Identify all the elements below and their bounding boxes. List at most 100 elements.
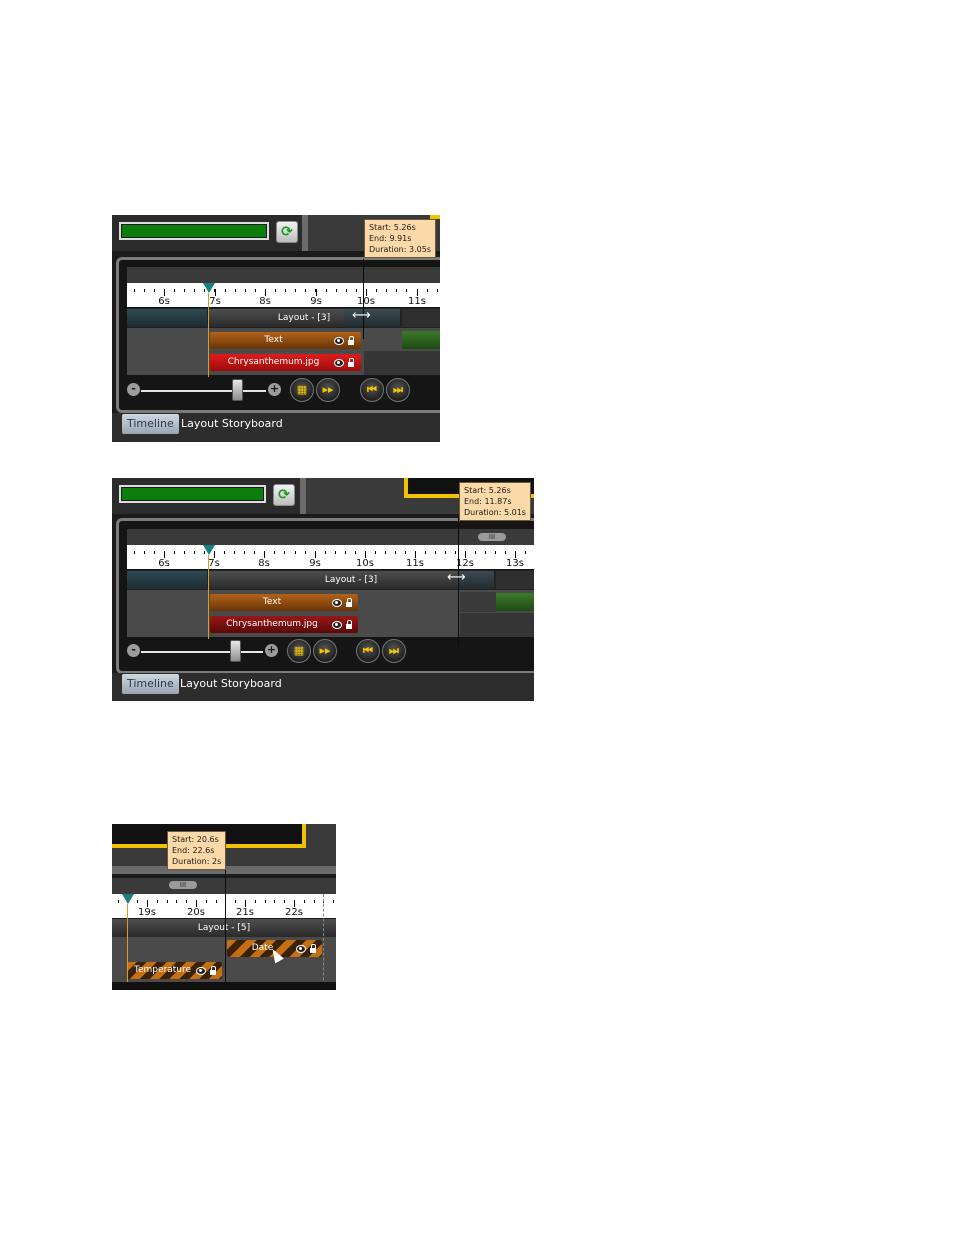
eye-icon[interactable]	[332, 599, 342, 607]
fast-forward-button[interactable]: ▸▸	[316, 378, 340, 402]
skip-to-end-button[interactable]: ⏭	[382, 639, 406, 663]
tooltip-start: Start: 5.26s	[369, 223, 416, 232]
next-layout-green-clip[interactable]	[496, 593, 534, 611]
timeline-scroll-strip[interactable]	[127, 267, 440, 283]
tab-layout-storyboard[interactable]: Layout Storyboard	[180, 677, 282, 690]
ruler-major-tick	[147, 900, 148, 907]
date-clip[interactable]: Date	[227, 940, 322, 957]
tooltip-duration: Duration: 5.01s	[464, 508, 526, 517]
ruler-minor-tick	[485, 551, 486, 554]
layout-bar[interactable]: Layout - [3]	[208, 571, 494, 589]
fast-forward-button[interactable]: ▸▸	[313, 639, 337, 663]
previous-layout-segment[interactable]	[127, 571, 207, 589]
image-clip[interactable]: Chrysanthemum.jpg	[210, 616, 358, 633]
lock-icon[interactable]	[346, 598, 352, 607]
tab-timeline[interactable]: Timeline	[122, 674, 179, 694]
tab-timeline[interactable]: Timeline	[122, 414, 179, 434]
eye-icon[interactable]	[296, 945, 306, 953]
ruler-tick-label: 10s	[356, 558, 374, 569]
zoom-in-button[interactable]: +	[268, 382, 281, 396]
playhead-line	[127, 904, 128, 990]
lock-icon[interactable]	[310, 944, 316, 953]
zoom-slider-thumb[interactable]	[230, 640, 241, 662]
ruler-minor-tick	[295, 551, 296, 554]
ruler-minor-tick	[437, 289, 438, 292]
text-clip[interactable]: Text	[210, 332, 361, 349]
previous-layout-segment[interactable]	[127, 309, 207, 327]
date-clip-label: Date	[251, 943, 274, 953]
ruler-tick-label: 6s	[158, 296, 170, 307]
image-clip-label: Chrysanthemum.jpg	[226, 619, 318, 629]
ruler-minor-tick	[186, 900, 187, 903]
ruler-minor-tick	[118, 900, 119, 903]
ruler-major-tick	[415, 551, 416, 558]
zoom-out-button[interactable]: -	[127, 644, 140, 657]
ruler-minor-tick	[254, 551, 255, 554]
lock-icon[interactable]	[348, 336, 354, 345]
ruler-minor-tick	[206, 900, 207, 903]
tab-layout-storyboard[interactable]: Layout Storyboard	[181, 417, 283, 430]
text-clip[interactable]: Text	[210, 594, 358, 611]
ruler-minor-tick	[137, 900, 138, 903]
eye-icon[interactable]	[334, 337, 344, 345]
eye-icon[interactable]	[332, 621, 342, 629]
ruler-minor-tick	[174, 551, 175, 554]
layout-bar[interactable]: Layout - [5]	[112, 919, 336, 937]
progress-bar	[119, 485, 266, 503]
playhead-marker[interactable]	[203, 545, 215, 555]
zoom-in-button[interactable]: +	[265, 643, 278, 657]
lock-icon[interactable]	[346, 620, 352, 629]
skip-to-start-button[interactable]: ⏮	[360, 378, 384, 402]
playhead-line	[208, 293, 209, 377]
ruler-minor-tick	[346, 289, 347, 292]
ruler-major-tick	[215, 289, 216, 296]
timeline-scroll-strip[interactable]	[112, 878, 336, 894]
layout-bar-end-segment	[458, 571, 494, 589]
ruler-major-tick	[316, 289, 317, 296]
drag-guide-line	[458, 518, 459, 646]
film-strip-button[interactable]: ▦	[287, 639, 311, 663]
ruler-minor-tick	[134, 551, 135, 554]
ruler-major-tick	[315, 551, 316, 558]
ruler-minor-tick	[235, 900, 236, 903]
eye-icon[interactable]	[196, 967, 206, 975]
scroll-thumb[interactable]: III	[169, 881, 197, 889]
progress-bar	[119, 222, 269, 240]
next-layout-green-clip[interactable]	[402, 331, 440, 349]
next-layout-segment[interactable]	[496, 571, 534, 589]
ruler-major-tick	[515, 551, 516, 558]
text-clip-label: Text	[262, 597, 282, 607]
film-strip-button[interactable]: ▦	[290, 378, 314, 402]
skip-to-start-button[interactable]: ⏮	[356, 639, 380, 663]
refresh-button[interactable]: ⟳	[276, 221, 298, 243]
lock-icon[interactable]	[348, 358, 354, 367]
skip-to-end-button[interactable]: ⏭	[386, 378, 410, 402]
zoom-slider-thumb[interactable]	[232, 379, 243, 401]
playhead-marker[interactable]	[122, 894, 134, 904]
eye-icon[interactable]	[334, 359, 344, 367]
text-clip-label: Text	[264, 335, 283, 345]
refresh-button[interactable]: ⟳	[273, 484, 295, 506]
image-clip[interactable]: Chrysanthemum.jpg	[210, 354, 361, 371]
ruler-minor-tick	[305, 551, 306, 554]
zoom-out-button[interactable]: -	[127, 383, 140, 396]
lock-icon[interactable]	[210, 966, 216, 975]
next-layout-segment[interactable]	[402, 309, 440, 327]
temperature-clip[interactable]: Temperature	[127, 962, 222, 979]
ruler-minor-tick	[315, 289, 316, 292]
toolbar-divider	[300, 478, 306, 514]
ruler-minor-tick	[345, 551, 346, 554]
ruler-minor-tick	[285, 289, 286, 292]
bottom-strip	[112, 982, 336, 990]
playhead-marker[interactable]	[203, 283, 215, 293]
ruler-minor-tick	[134, 289, 135, 292]
timeline-scroll-strip[interactable]	[127, 529, 534, 545]
zoom-slider-track[interactable]	[141, 651, 263, 653]
ruler-tick-label: 8s	[259, 296, 271, 307]
scroll-thumb[interactable]: III	[478, 533, 506, 541]
zoom-slider-track[interactable]	[141, 390, 266, 392]
ruler-tick-label: 10s	[357, 296, 375, 307]
